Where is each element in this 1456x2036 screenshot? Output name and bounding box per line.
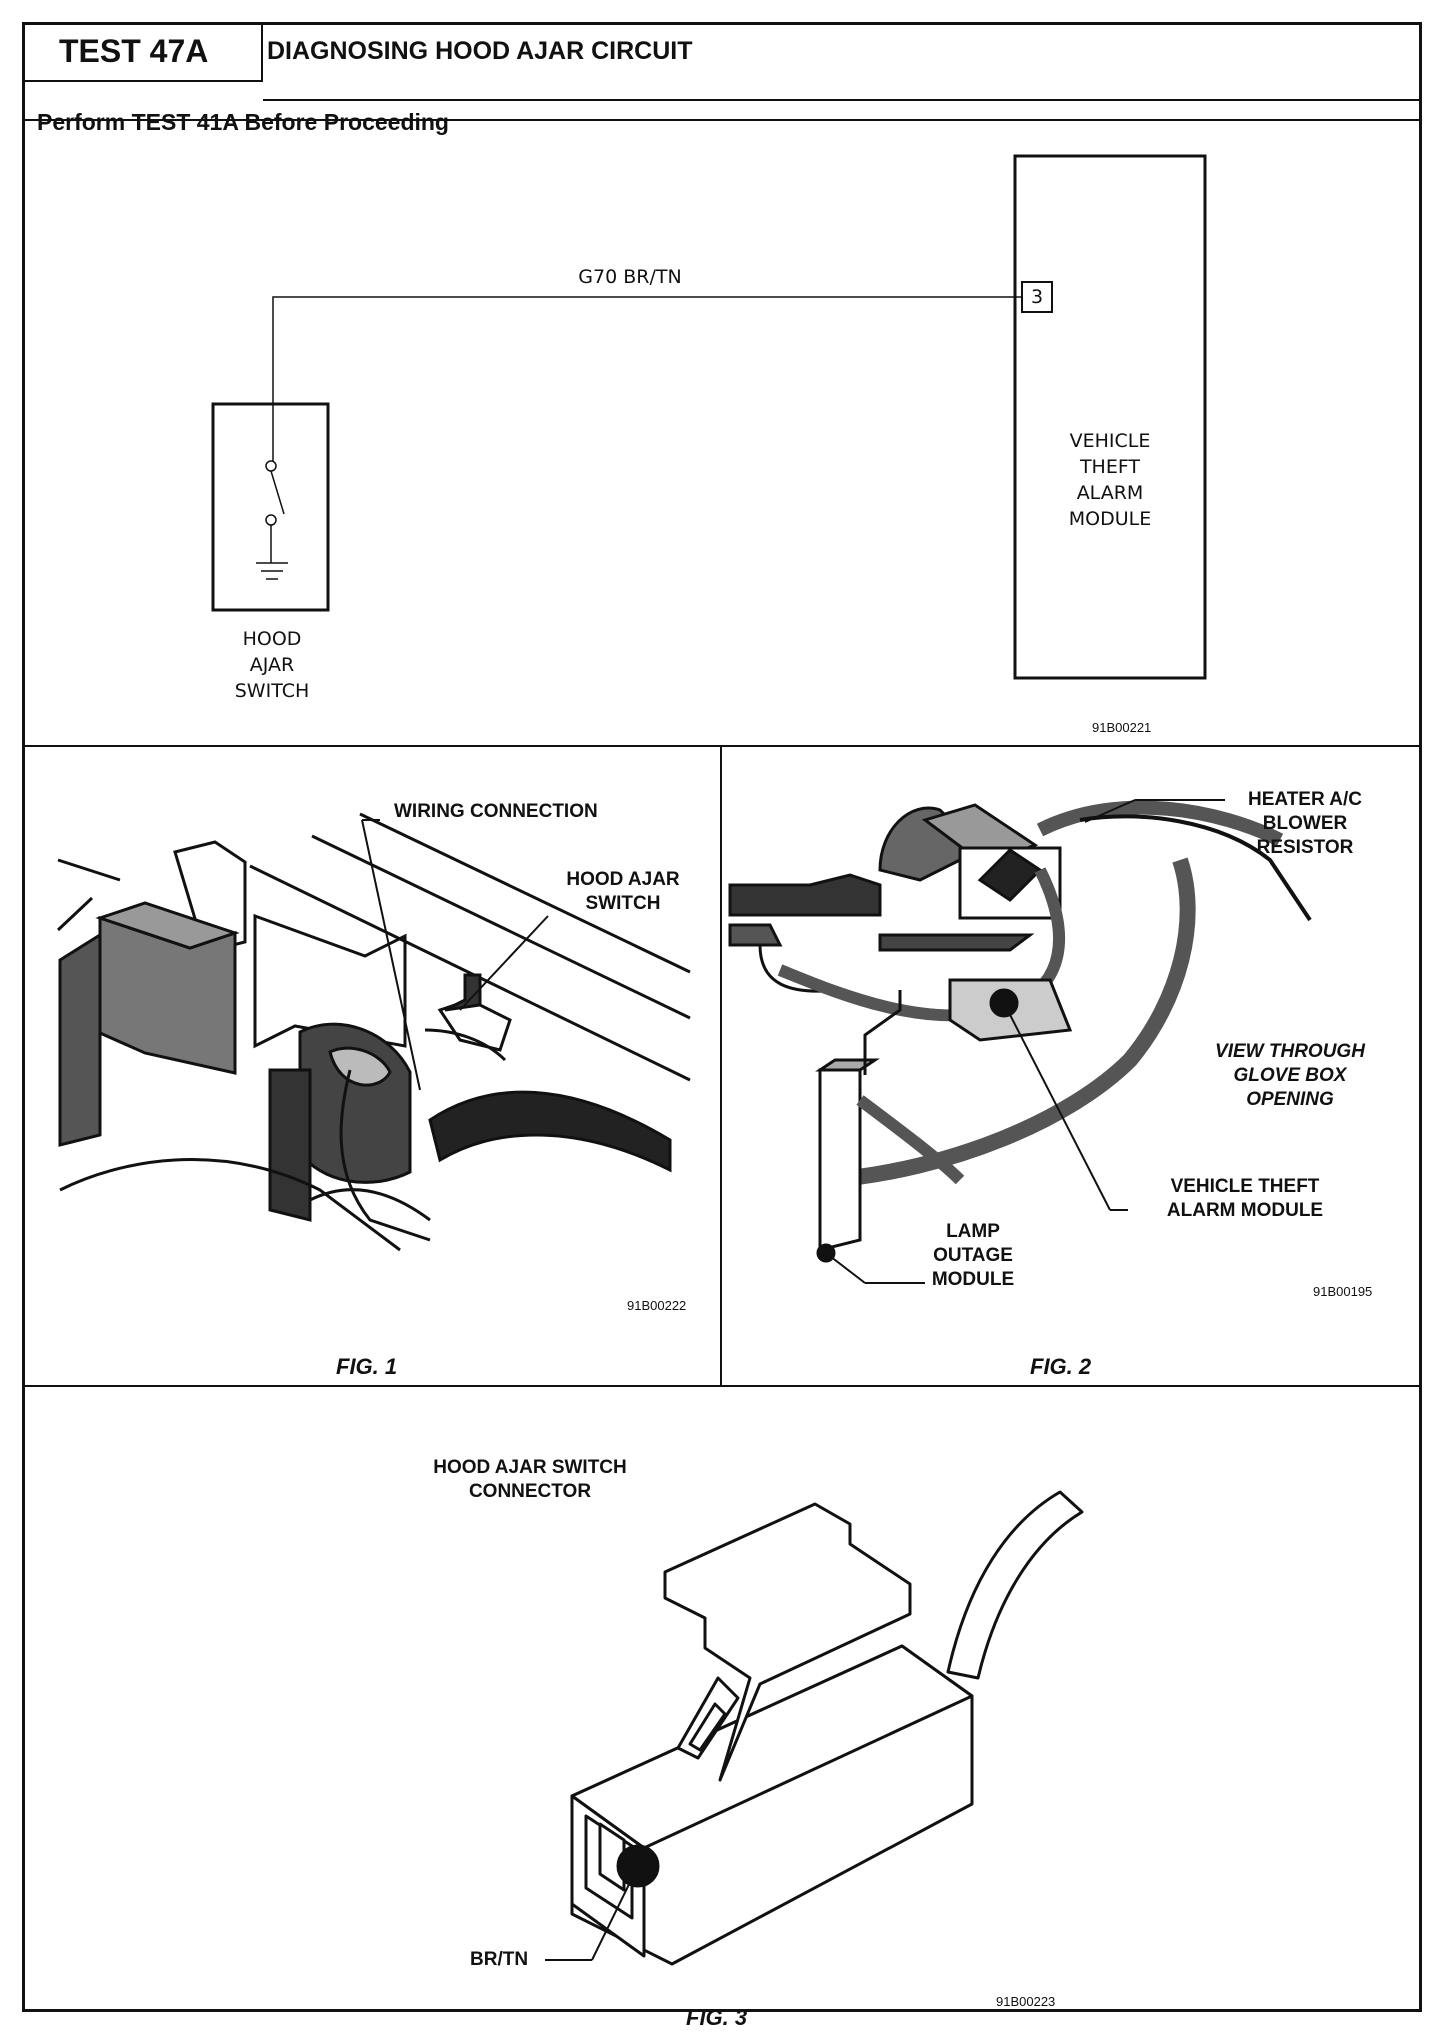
figures-bottom-rule xyxy=(25,1385,1419,1387)
test-id: TEST 47A xyxy=(25,25,263,82)
fig1-drawing-code: 91B00222 xyxy=(627,1298,687,1313)
fig3-drawing-code: 91B00223 xyxy=(996,1994,1056,2009)
fig1-fig2-divider xyxy=(720,745,722,1387)
fig2-view-through-glove-box-label: VIEW THROUGH GLOVE BOX OPENING xyxy=(1215,1041,1365,1110)
fig2-caption: FIG. 2 xyxy=(1030,1354,1092,1379)
fig3-caption: FIG. 3 xyxy=(686,2005,748,2030)
fig3-br-tn-label: BR/TN xyxy=(470,1949,529,1970)
schematic-bottom-rule xyxy=(25,745,1419,747)
wire-label: G70 BR/TN xyxy=(578,266,682,288)
test-title: DIAGNOSING HOOD AJAR CIRCUIT xyxy=(267,37,693,65)
fig1-caption: FIG. 1 xyxy=(336,1354,398,1379)
fig2-vehicle-theft-alarm-module-label: VEHICLE THEFT ALARM MODULE xyxy=(1166,1176,1324,1221)
fig1-hood-ajar-switch-label: HOOD AJAR SWITCH xyxy=(566,869,680,914)
module-label: VEHICLE THEFT ALARM MODULE xyxy=(1068,430,1152,530)
fig2-drawing-code: 91B00195 xyxy=(1313,1284,1373,1299)
pin-number: 3 xyxy=(1030,286,1044,308)
header-divider xyxy=(263,99,1419,101)
fig3-connector-label: HOOD AJAR SWITCH CONNECTOR xyxy=(433,1457,627,1502)
prerequisite-note: Perform TEST 41A Before Proceeding xyxy=(37,109,449,135)
switch-label: HOOD AJAR SWITCH xyxy=(234,628,310,702)
fig2-heater-ac-blower-resistor-label: HEATER A/C BLOWER RESISTOR xyxy=(1248,789,1362,858)
header-bottom-rule xyxy=(25,119,1419,121)
fig1-wiring-connection-label: WIRING CONNECTION xyxy=(394,801,598,822)
test-sheet: TEST 47A DIAGNOSING HOOD AJAR CIRCUIT Pe… xyxy=(22,22,1422,2012)
fig2-lamp-outage-module-label: LAMP OUTAGE MODULE xyxy=(931,1221,1015,1290)
schematic-drawing-code: 91B00221 xyxy=(1092,720,1152,735)
